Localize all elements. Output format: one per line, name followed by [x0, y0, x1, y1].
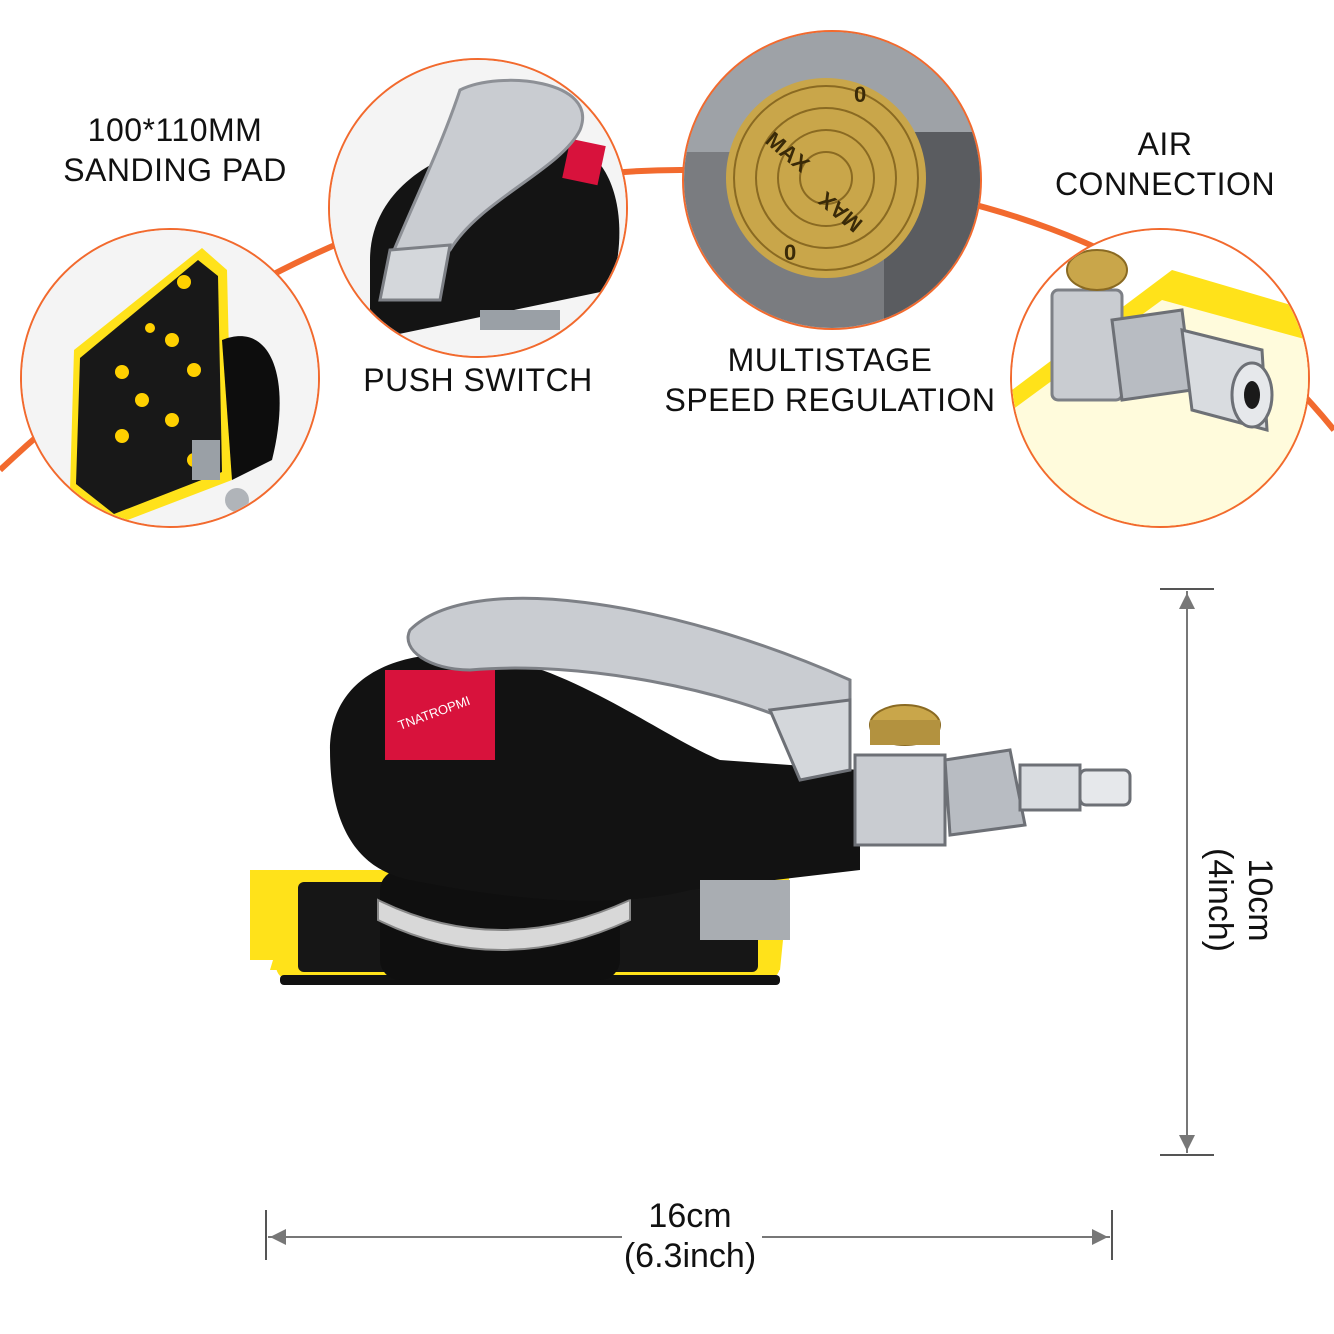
height-dimension-line: [1160, 588, 1214, 1156]
sander-product-image: TNATROPMI: [250, 596, 1132, 985]
speed-regulation-label-line2: SPEED REGULATION: [664, 382, 996, 418]
air-connection-detail-circle: [1010, 228, 1310, 528]
height-cm: 10cm: [1241, 858, 1279, 942]
sanding-pad-image: [22, 230, 318, 526]
speed-knob-image: MAX MAX 0 0: [684, 32, 980, 328]
width-dimension-text: 16cm (6.3inch): [560, 1196, 820, 1276]
sanding-pad-detail-circle: [20, 228, 320, 528]
height-inch: (4inch): [1201, 848, 1239, 952]
push-switch-label: PUSH SWITCH: [363, 362, 593, 398]
knob-zero-b: 0: [784, 240, 796, 265]
air-connection-label: AIR CONNECTION: [1030, 124, 1300, 204]
speed-regulation-label: MULTISTAGE SPEED REGULATION: [640, 340, 1020, 420]
speed-knob-detail-circle: MAX MAX 0 0: [682, 30, 982, 330]
push-switch-image: [330, 60, 626, 356]
sanding-pad-label-line2: SANDING PAD: [63, 152, 287, 188]
width-cm: 16cm: [648, 1197, 732, 1235]
speed-regulation-label-line1: MULTISTAGE: [727, 342, 933, 378]
sanding-pad-label-line1: 100*110MM: [87, 112, 263, 148]
knob-zero-a: 0: [854, 82, 866, 107]
air-connection-label-line1: AIR: [1137, 126, 1193, 162]
width-inch: (6.3inch): [623, 1237, 757, 1275]
push-switch-detail-circle: [328, 58, 628, 358]
width-dimension-line: [265, 1210, 1113, 1260]
air-connection-image: [1012, 230, 1308, 526]
sanding-pad-label: 100*110MM SANDING PAD: [40, 110, 310, 190]
air-connection-label-line2: CONNECTION: [1054, 166, 1276, 202]
height-dimension-text: 10cm (4inch): [1190, 720, 1280, 1080]
